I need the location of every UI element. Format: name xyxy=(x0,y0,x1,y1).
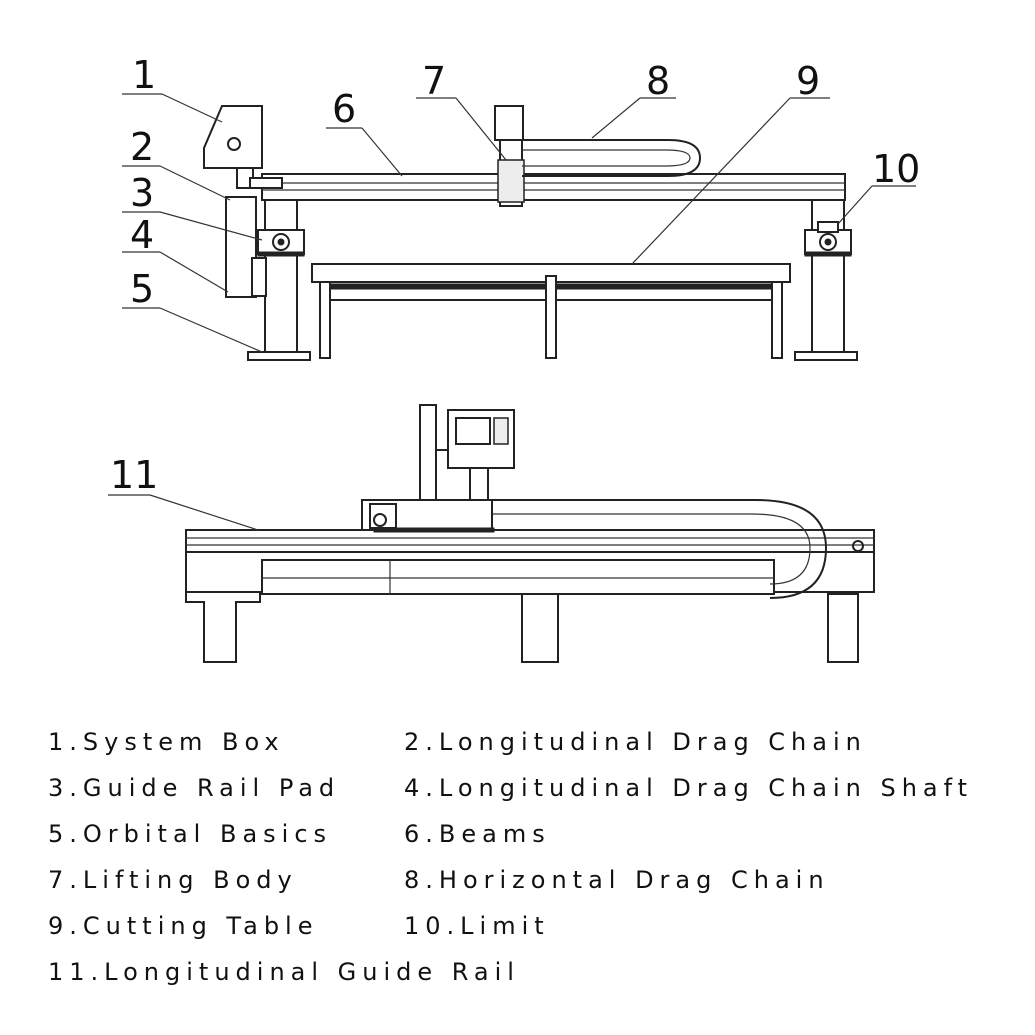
right-rail-strip xyxy=(804,251,852,257)
legend-item: 2.Longitudinal Drag Chain xyxy=(404,728,867,756)
system-box-dial-icon xyxy=(227,137,241,151)
legend-row: 3.Guide Rail Pad 4.Longitudinal Drag Cha… xyxy=(48,774,1028,820)
right-wheel xyxy=(819,233,837,251)
lifting-body-top xyxy=(494,105,524,141)
callout-6: 6 xyxy=(332,87,356,131)
lifting-body-carriage xyxy=(497,159,525,203)
legend-item: 4.Longitudinal Drag Chain Shaft xyxy=(404,774,974,802)
front-view-leaders xyxy=(122,93,916,353)
left-rail-strip xyxy=(257,251,305,257)
side-limit xyxy=(852,540,864,552)
side-leg-left xyxy=(185,591,261,663)
legend-item: 11.Longitudinal Guide Rail xyxy=(48,958,520,986)
legend-item: 3.Guide Rail Pad xyxy=(48,774,341,802)
side-carriage-foot xyxy=(373,527,495,533)
right-base-plate xyxy=(794,351,858,361)
legend-item: 5.Orbital Basics xyxy=(48,820,333,848)
longitudinal-drag-chain xyxy=(225,196,257,298)
legend-item: 1.System Box xyxy=(48,728,285,756)
system-box xyxy=(203,105,263,169)
callout-4: 4 xyxy=(130,213,154,257)
side-leg-right xyxy=(827,593,859,663)
left-column xyxy=(264,199,298,359)
callout-7: 7 xyxy=(422,59,446,103)
side-view xyxy=(185,404,875,663)
front-view xyxy=(203,105,858,361)
drag-chain-shaft xyxy=(251,257,267,297)
legend-item: 6.Beams xyxy=(404,820,551,848)
legend-item: 9.Cutting Table xyxy=(48,912,319,940)
horizontal-drag-chain xyxy=(522,139,702,177)
callout-1: 1 xyxy=(132,53,156,97)
control-box-base xyxy=(469,467,489,501)
callout-10: 10 xyxy=(872,147,920,191)
left-base-plate xyxy=(247,351,311,361)
callout-9: 9 xyxy=(796,59,820,103)
left-wheel xyxy=(272,233,290,251)
table-leg-right xyxy=(771,281,783,359)
table-leg-mid xyxy=(545,275,557,359)
legend-item: 8.Horizontal Drag Chain xyxy=(404,866,830,894)
support-beam-lower xyxy=(261,559,775,595)
limit-block xyxy=(817,221,839,233)
table-leg-left xyxy=(319,281,331,359)
callout-2: 2 xyxy=(130,125,154,169)
side-drag-chain xyxy=(450,499,828,599)
system-box-bracket xyxy=(249,177,283,189)
side-mast xyxy=(419,404,437,501)
longitudinal-guide-rail xyxy=(185,529,875,553)
parts-legend: 1.System Box 2.Longitudinal Drag Chain 3… xyxy=(48,728,1028,1004)
callout-5: 5 xyxy=(130,267,154,311)
legend-item: 10.Limit xyxy=(404,912,550,940)
control-screen xyxy=(455,417,491,445)
side-leg-mid xyxy=(521,593,559,663)
callout-8: 8 xyxy=(646,59,670,103)
legend-row: 11.Longitudinal Guide Rail xyxy=(48,958,1028,1004)
legend-row: 7.Lifting Body 8.Horizontal Drag Chain xyxy=(48,866,1028,912)
legend-row: 5.Orbital Basics 6.Beams xyxy=(48,820,1028,866)
right-wheel-hub xyxy=(824,238,832,246)
control-keys xyxy=(493,417,509,445)
beam xyxy=(261,173,846,201)
legend-row: 9.Cutting Table 10.Limit xyxy=(48,912,1028,958)
machine-diagram: 1 2 3 4 5 6 7 8 9 10 xyxy=(108,53,920,663)
legend-row: 1.System Box 2.Longitudinal Drag Chain xyxy=(48,728,1028,774)
callout-11: 11 xyxy=(110,453,158,497)
legend-item: 7.Lifting Body xyxy=(48,866,298,894)
callout-3: 3 xyxy=(130,171,154,215)
left-wheel-hub xyxy=(277,238,285,246)
